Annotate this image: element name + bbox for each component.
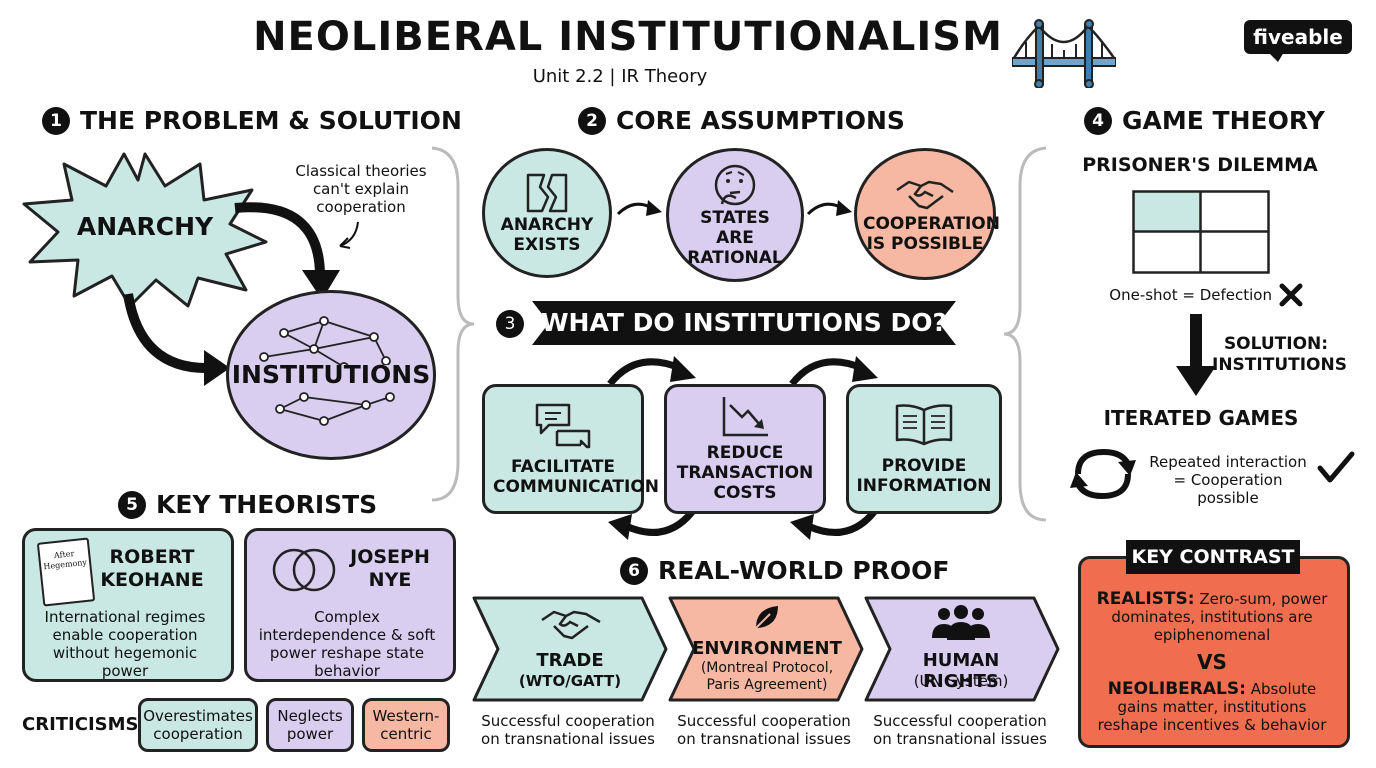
theorist-name: ROBERT KEOHANE	[100, 546, 204, 591]
function-facilitate-communication: FACILITATE COMMUNICATION	[482, 384, 660, 514]
theorist-desc: International regimes enable cooperation…	[44, 608, 206, 680]
declining-chart-icon	[722, 397, 768, 437]
assumption-states-rational: STATES ARE RATIONAL	[666, 148, 804, 282]
proof-sub: (Montreal Protocol, Paris Agreement)	[700, 660, 834, 693]
assumption-label: COOPERATION IS POSSIBLE	[863, 214, 1000, 254]
section3-number-wrap: 3	[496, 310, 526, 340]
proof-caption: Successful cooperation on transnational …	[481, 712, 655, 748]
vs-label: VS	[1197, 650, 1227, 674]
section3-banner: WHAT DO INSTITUTIONS DO?	[532, 301, 956, 345]
proof-caption: Successful cooperation on transnational …	[873, 712, 1047, 748]
section4-heading: 4 GAME THEORY	[1084, 106, 1325, 135]
section2-number: 2	[578, 106, 606, 135]
assumption-arrows	[616, 200, 852, 216]
section1-number: 1	[42, 106, 70, 135]
anarchy-label: ANARCHY	[76, 212, 214, 241]
leaf-icon	[755, 606, 778, 629]
assumption-cooperation-possible: COOPERATION IS POSSIBLE	[854, 148, 1000, 280]
section2-heading-text: CORE ASSUMPTIONS	[616, 106, 905, 135]
fiveable-logo[interactable]: fiveable	[1244, 20, 1352, 54]
handshake-icon	[541, 610, 601, 640]
proof-sub: (WTO/GATT)	[518, 672, 622, 690]
iterated-games-title: ITERATED GAMES	[1103, 406, 1299, 430]
theorist-name: JOSEPH NYE	[350, 546, 430, 591]
criticisms-label: CRITICISMS:	[22, 714, 146, 735]
page-title: NEOLIBERAL INSTITUTIONALISM	[253, 14, 1003, 60]
proof-chevrons	[472, 596, 1060, 702]
open-book-icon	[895, 404, 953, 446]
proof-title: ENVIRONMENT	[692, 638, 842, 659]
section3-heading-text: WHAT DO INSTITUTIONS DO?	[540, 308, 948, 337]
proof-title: TRADE	[536, 650, 604, 671]
institutions-label: INSTITUTIONS	[229, 360, 433, 389]
realists-label: REALISTS:	[1096, 589, 1195, 609]
people-icon	[932, 605, 990, 640]
venn-circles-icon	[272, 548, 336, 592]
left-bracket	[431, 146, 475, 502]
assumption-label: STATES ARE RATIONAL	[687, 208, 783, 268]
function-label: FACILITATE COMMUNICATION	[493, 457, 660, 497]
section4-number: 4	[1084, 106, 1112, 135]
cycle-icon	[1070, 448, 1136, 500]
function-provide-information: PROVIDE INFORMATION	[846, 384, 1002, 514]
theorist-desc: Complex interdependence & soft power res…	[258, 608, 436, 680]
section6-number: 6	[620, 556, 648, 585]
solution-text: SOLUTION: INSTITUTIONS	[1212, 334, 1347, 375]
classical-theories-note: Classical theories can't explain coopera…	[295, 162, 427, 216]
section1-heading-text: THE PROBLEM & SOLUTION	[80, 106, 462, 135]
section5-heading: 5 KEY THEORISTS	[118, 490, 377, 519]
right-bracket	[1003, 146, 1047, 522]
speech-bubbles-icon	[535, 403, 591, 449]
section6-heading-text: REAL-WORLD PROOF	[658, 556, 950, 585]
section1-heading: 1 THE PROBLEM & SOLUTION	[42, 106, 462, 135]
payoff-matrix	[1132, 190, 1270, 274]
section2-heading: 2 CORE ASSUMPTIONS	[578, 106, 905, 135]
section3-number: 3	[496, 310, 524, 338]
criticism-pill: Overestimates cooperation	[138, 698, 258, 752]
broken-wall-icon	[526, 173, 568, 213]
logo-text: fiveable	[1253, 25, 1343, 49]
criticism-pill: Western-centric	[362, 698, 450, 752]
repeated-interaction-text: Repeated interaction = Cooperation possi…	[1149, 453, 1307, 507]
institution-cycle-arrows	[607, 356, 878, 540]
down-arrow-icon	[1176, 314, 1216, 396]
institutions-circle: INSTITUTIONS	[226, 290, 436, 460]
section1-arrows	[123, 202, 359, 386]
proof-caption: Successful cooperation on transnational …	[677, 712, 851, 748]
thinking-face-icon	[714, 164, 756, 206]
cross-icon	[1279, 283, 1303, 307]
function-label: PROVIDE INFORMATION	[856, 456, 992, 496]
neoliberals-label: NEOLIBERALS:	[1107, 679, 1246, 699]
key-contrast-title: KEY CONTRAST	[1126, 540, 1300, 574]
neoliberals-text: NEOLIBERALS: Absolute gains matter, inst…	[1086, 680, 1338, 734]
function-reduce-transaction-costs: REDUCE TRANSACTION COSTS	[664, 384, 826, 514]
assumption-anarchy-exists: ANARCHY EXISTS	[482, 148, 612, 278]
page-subtitle: Unit 2.2 | IR Theory	[532, 66, 708, 87]
handshake-icon	[896, 180, 954, 210]
logo-tail	[1268, 52, 1284, 62]
bridge-icon	[1012, 19, 1116, 88]
section5-heading-text: KEY THEORISTS	[156, 490, 378, 519]
assumption-label: ANARCHY EXISTS	[500, 215, 594, 255]
theorist-nye-card	[244, 528, 456, 682]
function-label: REDUCE TRANSACTION COSTS	[676, 443, 814, 503]
realists-body: Zero-sum, power dominates, institutions …	[1111, 590, 1328, 644]
section6-heading: 6 REAL-WORLD PROOF	[620, 556, 949, 585]
prisoners-dilemma-title: PRISONER'S DILEMMA	[1082, 154, 1318, 176]
section5-number: 5	[118, 490, 146, 519]
realists-text: REALISTS: Zero-sum, power dominates, ins…	[1092, 590, 1332, 644]
book-title: After Hegemony	[43, 549, 88, 572]
criticism-pill: Neglects power	[266, 698, 354, 752]
section4-heading-text: GAME THEORY	[1122, 106, 1325, 135]
check-icon	[1317, 451, 1355, 483]
one-shot-text: One-shot = Defection	[1109, 286, 1272, 304]
proof-title: HUMAN RIGHTS	[922, 650, 1000, 692]
proof-sub: (UN System)	[913, 672, 1009, 690]
neoliberals-body: Absolute gains matter, institutions resh…	[1097, 680, 1327, 734]
book-icon: After Hegemony	[36, 537, 96, 607]
